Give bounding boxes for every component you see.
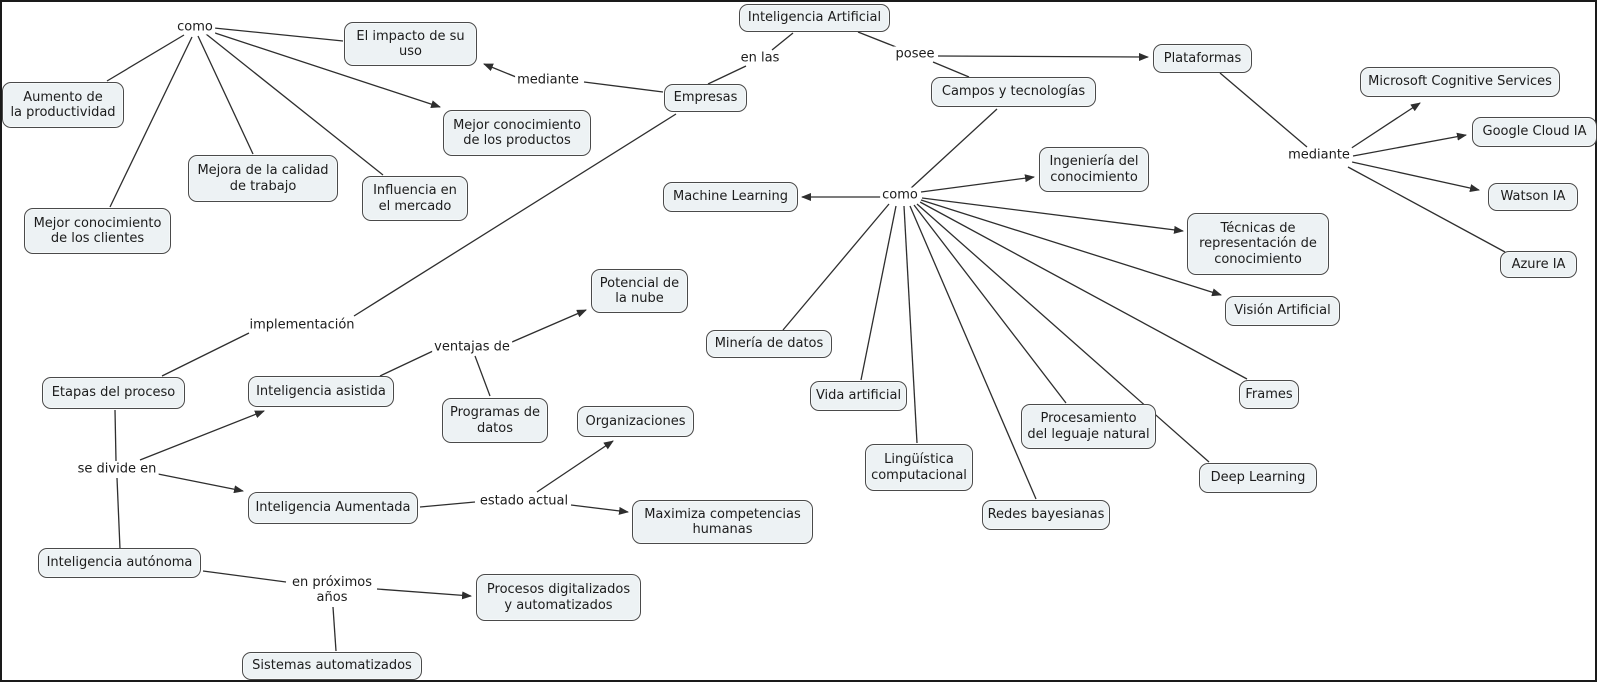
concept-node-frames[interactable]: Frames [1239, 380, 1299, 409]
concept-node-etapas-del-proceso[interactable]: Etapas del proceso [42, 377, 185, 409]
connector-line [114, 409, 117, 462]
connector-line [109, 36, 193, 208]
connector-line [909, 108, 998, 190]
connector-line [211, 31, 441, 108]
link-phrase-posee[interactable]: posee [893, 46, 937, 62]
connector-line [916, 203, 1210, 463]
connector-line [161, 332, 250, 377]
connector-line [483, 63, 517, 78]
concept-node-mejor-conocimiento-clientes[interactable]: Mejor conocimiento de los clientes [24, 208, 171, 254]
connector-line [1219, 72, 1308, 148]
connector-line [921, 197, 1184, 234]
concept-node-mineria-de-datos[interactable]: Minería de datos [706, 330, 832, 358]
concept-node-empresas[interactable]: Empresas [664, 84, 747, 112]
connector-line [782, 203, 890, 331]
concept-node-procesos-digitalizados[interactable]: Procesos digitalizados y automatizados [476, 574, 641, 621]
concept-node-watson-ia[interactable]: Watson IA [1488, 183, 1578, 211]
connector-line [205, 33, 384, 176]
concept-node-el-impacto-de-su-uso[interactable]: El impacto de su uso [344, 22, 477, 66]
concept-node-linguistica-computacional[interactable]: Lingüística computacional [865, 444, 973, 491]
concept-node-machine-learning[interactable]: Machine Learning [663, 182, 798, 212]
connector-line [913, 204, 1067, 404]
concept-node-microsoft-cognitive-services[interactable]: Microsoft Cognitive Services [1360, 67, 1560, 97]
concept-node-campos-y-tecnologias[interactable]: Campos y tecnologías [931, 77, 1096, 107]
link-phrase-mediante-right[interactable]: mediante [1286, 147, 1352, 163]
link-phrase-en-las[interactable]: en las [738, 50, 782, 66]
link-phrase-estado-actual[interactable]: estado actual [477, 493, 571, 509]
connector-line [353, 113, 677, 317]
connector-line [536, 440, 614, 493]
connector-line [860, 205, 897, 381]
connector-line [116, 477, 121, 550]
connector-line [474, 355, 491, 397]
link-phrase-ventajas-de[interactable]: ventajas de [432, 339, 512, 355]
connector-line [197, 35, 254, 155]
concept-node-programas-de-datos[interactable]: Programas de datos [442, 398, 548, 443]
concept-node-mejor-conocimiento-productos[interactable]: Mejor conocimiento de los productos [443, 110, 591, 156]
connector-line [919, 201, 1248, 380]
concept-node-inteligencia-aumentada[interactable]: Inteligencia Aumentada [248, 492, 418, 524]
connector-line [920, 174, 1035, 193]
connector-line [932, 61, 970, 78]
connector-line [379, 350, 434, 377]
concept-node-inteligencia-autonoma[interactable]: Inteligencia autónoma [38, 548, 201, 578]
connector-line [909, 205, 1037, 500]
connector-line [1347, 166, 1506, 253]
connector-line [1351, 161, 1480, 192]
concept-node-procesamiento-lenguaje[interactable]: Procesamiento del leguaje natural [1021, 404, 1156, 449]
connector-line [376, 588, 472, 600]
link-phrase-como-right[interactable]: como [880, 187, 920, 203]
concept-node-inteligencia-asistida[interactable]: Inteligencia asistida [248, 376, 394, 407]
connector-line [857, 31, 897, 48]
connector-line [202, 570, 287, 583]
connector-line [157, 473, 244, 494]
concept-node-azure-ia[interactable]: Azure IA [1500, 251, 1577, 278]
concept-node-ingenieria-conocimiento[interactable]: Ingeniería del conocimiento [1039, 147, 1149, 192]
connector-line [332, 606, 337, 652]
concept-node-mejora-calidad-trabajo[interactable]: Mejora de la calidad de trabajo [188, 155, 338, 202]
connector-line [1349, 102, 1421, 150]
link-phrase-en-proximos-anos[interactable]: en próximos años [290, 575, 374, 605]
concept-node-sistemas-automatizados[interactable]: Sistemas automatizados [242, 652, 422, 680]
concept-node-google-cloud-ia[interactable]: Google Cloud IA [1472, 117, 1597, 147]
connector-line [570, 504, 629, 515]
connector-line [106, 34, 185, 82]
link-phrase-se-divide-en[interactable]: se divide en [75, 461, 159, 477]
concept-node-vida-artificial[interactable]: Vida artificial [810, 381, 907, 411]
concept-node-influencia-mercado[interactable]: Influencia en el mercado [362, 176, 468, 221]
concept-node-maximiza-competencias[interactable]: Maximiza competencias humanas [632, 500, 813, 544]
concept-node-potencial-nube[interactable]: Potencial de la nube [591, 269, 688, 313]
connector-line [419, 501, 476, 508]
connector-line [920, 199, 1222, 297]
concept-node-redes-bayesianas[interactable]: Redes bayesianas [982, 500, 1110, 530]
link-phrase-implementacion[interactable]: implementación [247, 317, 357, 333]
concept-node-vision-artificial[interactable]: Visión Artificial [1225, 296, 1340, 326]
connector-line [213, 27, 344, 42]
concept-node-tecnicas-representacion[interactable]: Técnicas de representación de conocimien… [1187, 213, 1329, 275]
connector-line [707, 65, 747, 85]
concept-node-aumento-productividad[interactable]: Aumento de la productividad [2, 82, 124, 128]
connector-line [1352, 132, 1467, 157]
connector-line [937, 52, 1149, 61]
concept-node-deep-learning[interactable]: Deep Learning [1199, 463, 1317, 493]
concept-node-plataformas[interactable]: Plataformas [1153, 44, 1252, 73]
concept-node-inteligencia-artificial[interactable]: Inteligencia Artificial [739, 4, 890, 32]
connector-line [583, 81, 664, 93]
concept-node-organizaciones[interactable]: Organizaciones [577, 406, 694, 437]
connector-line [771, 32, 794, 51]
connector-line [511, 309, 587, 343]
link-phrase-como-left[interactable]: como [175, 19, 215, 35]
link-phrase-mediante-left[interactable]: mediante [515, 72, 581, 88]
connector-line [139, 410, 265, 461]
connector-line [903, 205, 918, 444]
